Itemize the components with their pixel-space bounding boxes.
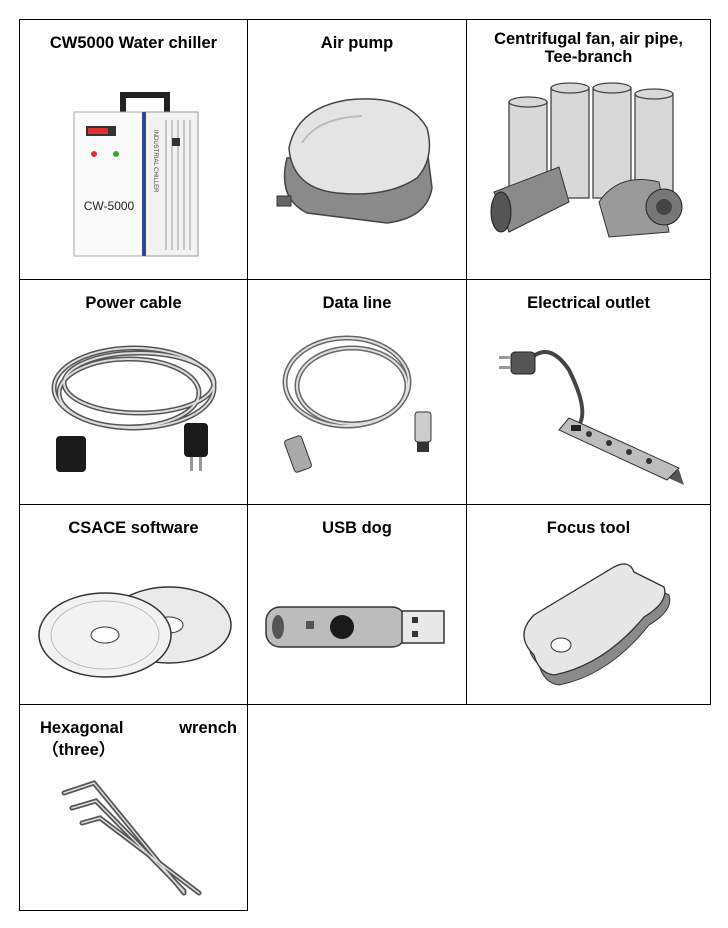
cell-focus-tool: Focus tool — [466, 504, 711, 705]
cell-air-pump: Air pump — [247, 19, 467, 280]
item-label: Data line — [322, 294, 392, 312]
item-label-line2: Tee-branch — [544, 48, 633, 66]
power-cable-image — [51, 345, 216, 472]
cell-power-cable: Power cable — [19, 279, 248, 505]
water-chiller-image: CW-5000 INDUSTRIAL CHILLER — [73, 92, 198, 257]
item-label: USB dog — [322, 519, 392, 537]
item-label: CSACE software — [68, 519, 199, 537]
item-label: Air pump — [320, 34, 394, 52]
empty-cell — [467, 705, 711, 911]
cell-water-chiller: CW5000 Water chiller CW-5000 INDUSTRIAL … — [19, 19, 248, 280]
empty-cell — [248, 705, 467, 911]
chiller-model-text: CW-5000 — [83, 199, 134, 213]
cell-hexagonal-wrench: Hexagonal wrench （three） — [19, 704, 248, 911]
cell-electrical-outlet: Electrical outlet — [466, 279, 711, 505]
item-label: Focus tool — [546, 519, 631, 537]
data-line-image — [282, 335, 432, 473]
air-pump-image — [276, 98, 433, 224]
item-label-line1: Centrifugal fan, air pipe, — [494, 30, 683, 48]
electrical-outlet-image — [498, 350, 684, 485]
cell-data-line: Data line — [247, 279, 467, 505]
item-label: Power cable — [85, 294, 182, 312]
item-label-word2: wrench — [179, 719, 237, 737]
usb-dog-image — [265, 606, 445, 648]
hexagonal-wrench-image — [61, 780, 201, 896]
item-label-word3: （three） — [42, 741, 116, 759]
focus-tool-image — [522, 563, 670, 686]
centrifugal-fan-image — [490, 82, 682, 238]
cell-csace-software: CSACE software — [19, 504, 248, 705]
item-label: CW5000 Water chiller — [49, 34, 218, 52]
cell-centrifugal-fan: Centrifugal fan, air pipe, Tee-branch — [466, 19, 711, 280]
software-disc-image — [37, 586, 232, 678]
cell-usb-dog: USB dog — [247, 504, 467, 705]
chiller-side-text: INDUSTRIAL CHILLER — [152, 130, 158, 193]
item-label-word1: Hexagonal — [40, 719, 124, 737]
item-label: Electrical outlet — [527, 294, 650, 312]
accessory-table: CW5000 Water chiller CW-5000 INDUSTRIAL … — [19, 19, 711, 911]
